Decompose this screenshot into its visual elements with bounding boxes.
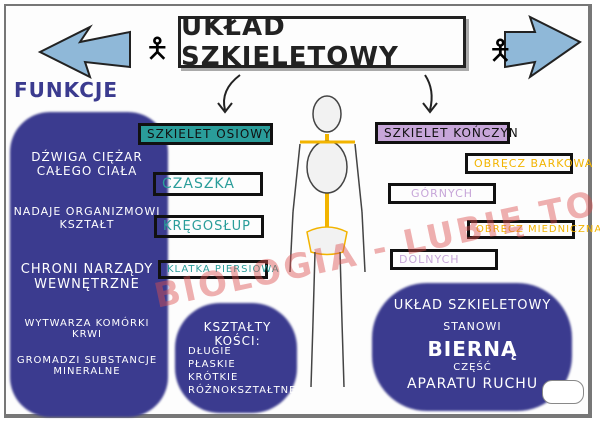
bone-shape-item: Różnokształtne <box>188 385 297 396</box>
skeleton-illustration <box>289 95 366 388</box>
summary-text: część <box>453 362 492 373</box>
summary-text: stanowi <box>443 320 502 333</box>
bone-shape-item: Krótkie <box>188 372 239 383</box>
axial-part: Kręgosłup <box>154 215 264 238</box>
summary-blob <box>372 283 572 411</box>
function-item: Wytwarza komórki krwi <box>24 318 150 340</box>
arrow-left-icon <box>37 24 131 79</box>
limb-part: Obręcz barkowa <box>465 153 592 174</box>
brand-logo <box>542 380 584 404</box>
axial-part: Klatka piersiowa <box>158 260 279 279</box>
bone-shape-item: Długie <box>188 346 232 357</box>
axial-skeleton-label: Szkielet osiowy <box>138 123 273 145</box>
stick-figure-right-icon: 🯅 <box>488 34 513 67</box>
function-item: Gromadzi substancje mineralne <box>16 355 158 377</box>
function-item: Dźwiga ciężar całego ciała <box>31 150 143 178</box>
stick-figure-left-icon: 🯅 <box>145 32 170 65</box>
functions-heading: Funkcje <box>14 78 119 102</box>
bone-shape-item: Płaskie <box>188 359 236 370</box>
arrow-right-icon <box>504 15 582 80</box>
page-title: Układ szkieletowy <box>178 12 466 72</box>
functions-blob <box>10 112 168 417</box>
limb-skeleton-label: Szkielet kończyn <box>375 122 518 144</box>
limb-part: Obręcz miedniczna <box>467 220 600 239</box>
function-item: Nadaje organizmowi kształt <box>13 205 161 231</box>
bone-shapes-heading: Kształty kości: <box>203 320 272 348</box>
bone-shapes-blob <box>175 303 297 413</box>
limb-part: Dolnych <box>390 249 498 270</box>
summary-text: Układ szkieletowy <box>393 298 552 313</box>
summary-text: aparatu ruchu <box>406 376 539 392</box>
summary-emphasis: bierną <box>427 337 518 361</box>
axial-part: Czaszka <box>153 172 263 196</box>
bone-shapes-list: Długie Płaskie Krótkie Różnokształtne <box>188 345 296 397</box>
limb-part: Górnych <box>388 183 496 204</box>
function-item: Chroni narządy wewnętrzne <box>20 262 154 292</box>
arrows-down-icon <box>217 74 438 114</box>
